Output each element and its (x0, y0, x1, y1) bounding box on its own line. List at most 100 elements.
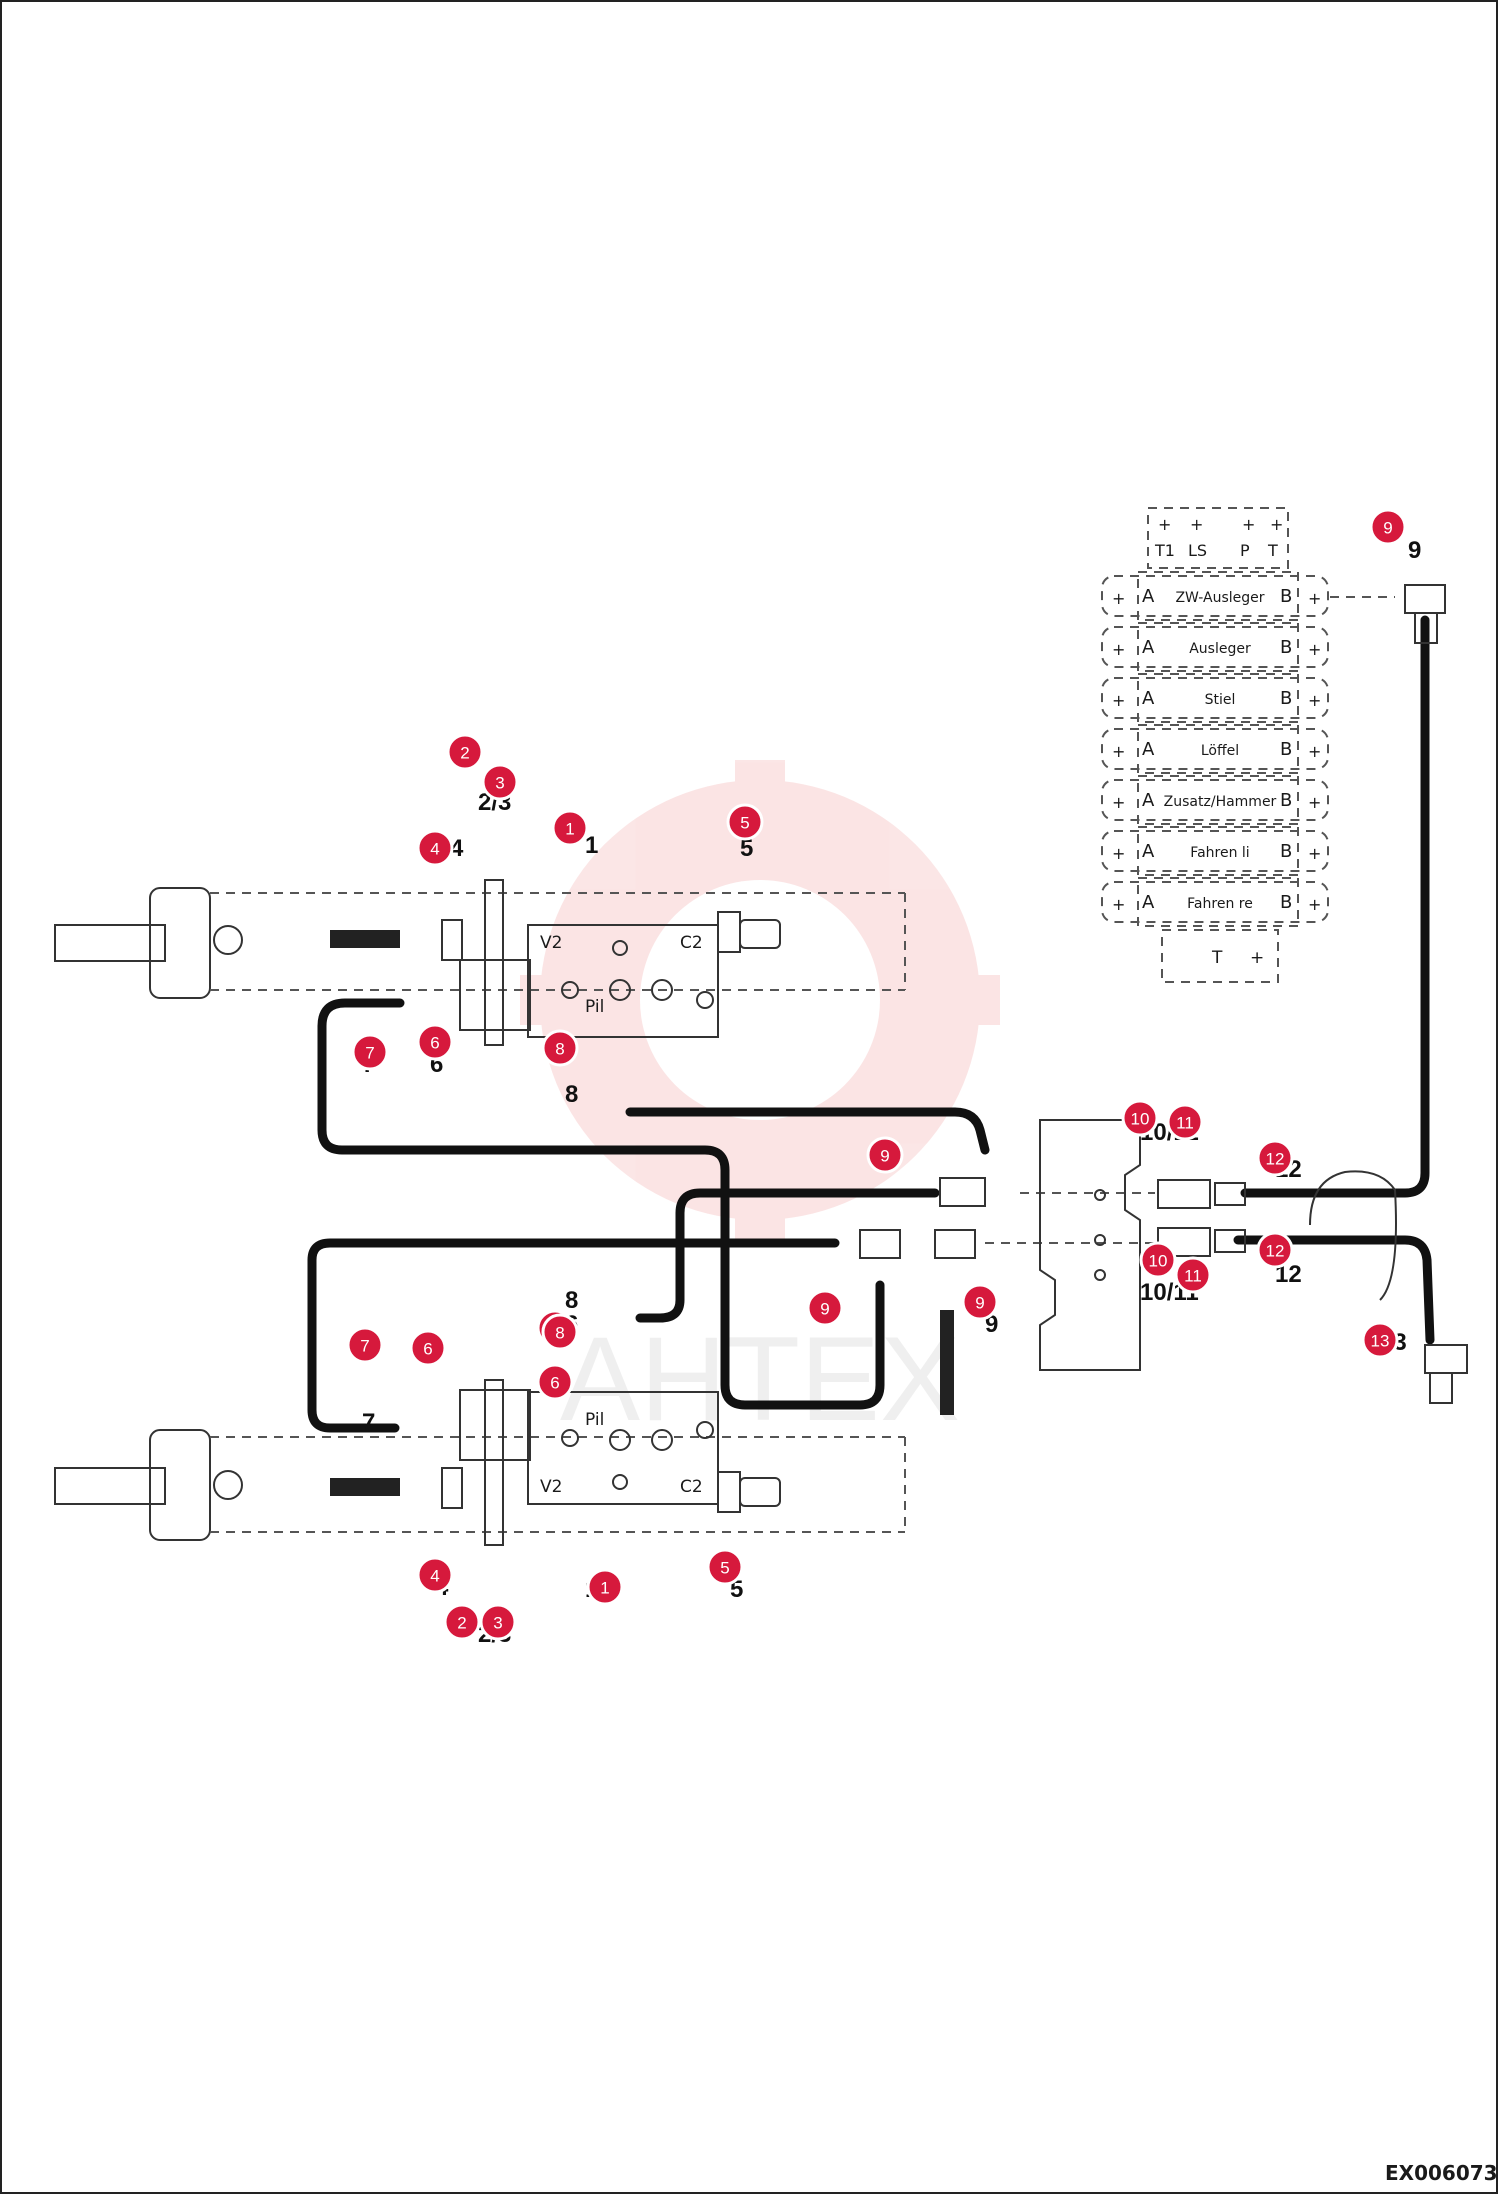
callout-number: 5 (740, 814, 749, 833)
valve-section-name: Fahren re (1187, 896, 1253, 912)
callout-marker: 2 (443, 1603, 481, 1641)
svg-text:+: + (1112, 640, 1125, 659)
callout-number: 12 (1266, 1242, 1285, 1261)
valve-footer-label: T (1211, 948, 1223, 968)
part-number-label: 4 (450, 835, 464, 862)
valve-section-name: Stiel (1205, 692, 1236, 708)
valve-port-a-label: A (1142, 688, 1155, 709)
callout-number: 4 (430, 1567, 439, 1586)
top-valve-v2-label: V2 (540, 933, 562, 953)
svg-text:+: + (1112, 895, 1125, 914)
callout-number: 2 (460, 744, 469, 763)
callout-number: 9 (975, 1294, 984, 1313)
top-valve-pil-label: Pil (585, 997, 604, 1017)
callout-number: 9 (880, 1147, 889, 1166)
valve-section-name: ZW-Ausleger (1175, 590, 1264, 606)
callout-number: 9 (820, 1300, 829, 1319)
valve-port-b-label: B (1280, 790, 1292, 811)
svg-text:+: + (1308, 844, 1321, 863)
valve-port-a-label: A (1142, 790, 1155, 811)
callout-marker: 8 (541, 1313, 579, 1351)
svg-text:+: + (1308, 742, 1321, 761)
valve-port-a-label: A (1142, 841, 1155, 862)
callout-marker: 12 (1256, 1139, 1294, 1177)
callouts: 123456789999101011111212131234566786 (346, 508, 1407, 1641)
svg-text:+: + (1270, 515, 1283, 534)
callout-marker: 8 (541, 1029, 579, 1067)
valve-port-a-label: A (1142, 892, 1155, 913)
svg-text:+: + (1242, 515, 1255, 534)
callout-marker: 11 (1166, 1103, 1204, 1141)
callout-marker: 9 (961, 1283, 999, 1321)
callout-number: 8 (555, 1040, 564, 1059)
callout-marker: 6 (409, 1329, 447, 1367)
callout-marker: 2 (446, 733, 484, 771)
callout-marker: 13 (1361, 1321, 1399, 1359)
valve-port-b-label: B (1280, 841, 1292, 862)
bottom-valve-c2-label: C2 (680, 1477, 703, 1497)
svg-text:+: + (1250, 948, 1264, 968)
callout-number: 3 (495, 774, 504, 793)
valve-port-b-label: B (1280, 739, 1292, 760)
callout-number: 6 (423, 1340, 432, 1359)
part-number-label: 1 (585, 832, 598, 859)
svg-text:+: + (1308, 691, 1321, 710)
valve-port-a-label: A (1142, 739, 1155, 760)
bottom-valve-v2-label: V2 (540, 1477, 562, 1497)
valve-port-b-label: B (1280, 637, 1292, 658)
top-cylinder (54, 879, 906, 1046)
callout-marker: 3 (481, 763, 519, 801)
valve-header-box (1147, 507, 1289, 569)
svg-text:+: + (1112, 793, 1125, 812)
callout-number: 8 (555, 1324, 564, 1343)
thin-lines (985, 596, 1397, 1301)
callout-number: 10 (1131, 1110, 1150, 1129)
callout-marker: 5 (706, 1548, 744, 1586)
svg-text:+: + (1112, 742, 1125, 761)
port-ls-label: LS (1188, 541, 1207, 560)
top-valve-body: V2 C2 Pil (527, 911, 781, 1038)
callout-marker: 10 (1121, 1099, 1159, 1137)
callout-number: 3 (493, 1614, 502, 1633)
callout-marker: 7 (346, 1326, 384, 1364)
callout-marker: 4 (416, 829, 454, 867)
part-number-label: 7 (362, 1409, 375, 1436)
callout-number: 4 (430, 840, 439, 859)
callout-marker: 11 (1174, 1256, 1212, 1294)
watermark-text: AHTEX (560, 1312, 960, 1446)
callout-marker: 9 (806, 1289, 844, 1327)
valve-footer-box (1161, 929, 1279, 983)
valve-port-a-label: A (1142, 586, 1155, 607)
svg-text:+: + (1308, 589, 1321, 608)
callout-number: 2 (457, 1614, 466, 1633)
bottom-valve-pil-label: Pil (585, 1410, 604, 1430)
tee-fittings (859, 584, 1468, 1404)
valve-section-name: Zusatz/Hammer (1164, 794, 1277, 810)
valve-section: + + A Löffel B (1101, 724, 1329, 774)
callout-marker: 12 (1256, 1231, 1294, 1269)
port-p-label: P (1240, 541, 1250, 560)
callout-number: 11 (1176, 1114, 1194, 1133)
callout-marker: 1 (551, 809, 589, 847)
valve-section-name: Löffel (1201, 743, 1239, 759)
callout-marker: 6 (416, 1023, 454, 1061)
svg-text:+: + (1190, 515, 1203, 534)
callout-number: 13 (1371, 1332, 1390, 1351)
callout-number: 7 (365, 1044, 374, 1063)
callout-marker: 1 (586, 1568, 624, 1606)
callout-number: 12 (1266, 1150, 1285, 1169)
svg-text:+: + (1112, 844, 1125, 863)
callout-marker: 3 (479, 1603, 517, 1641)
callout-number: 10 (1149, 1252, 1168, 1271)
svg-text:+: + (1112, 589, 1125, 608)
bottom-cylinder (54, 1379, 906, 1546)
svg-text:+: + (1158, 515, 1171, 534)
